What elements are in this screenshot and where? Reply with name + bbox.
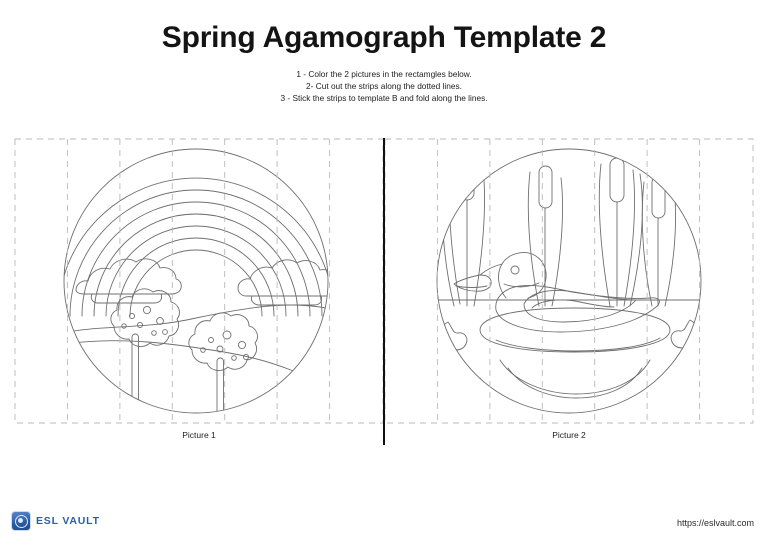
- instruction-line-3: 3 - Stick the strips to template B and f…: [280, 93, 488, 104]
- picture-2-panel: [384, 138, 754, 424]
- panel-divider: [383, 138, 385, 445]
- instructions-block: 1 - Color the 2 pictures in the rectamgl…: [0, 68, 768, 104]
- picture-1-artwork: [14, 138, 384, 424]
- picture-1-panel: [14, 138, 384, 424]
- instruction-line-1: 1 - Color the 2 pictures in the rectamgl…: [296, 69, 472, 79]
- picture-1-caption: Picture 1: [182, 430, 216, 440]
- page-title: Spring Agamograph Template 2: [161, 21, 607, 54]
- picture-2-caption: Picture 2: [552, 430, 586, 440]
- esl-vault-badge-icon: [12, 512, 30, 530]
- picture-2-artwork: [384, 138, 754, 424]
- site-url[interactable]: https://eslvault.com: [676, 518, 754, 528]
- cut-lines-picture-2: [384, 138, 754, 424]
- instruction-line-2: 2- Cut out the strips along the dotted l…: [306, 81, 462, 92]
- logo-text: ESL VAULT: [36, 515, 100, 527]
- site-logo[interactable]: ESL VAULT: [12, 512, 100, 530]
